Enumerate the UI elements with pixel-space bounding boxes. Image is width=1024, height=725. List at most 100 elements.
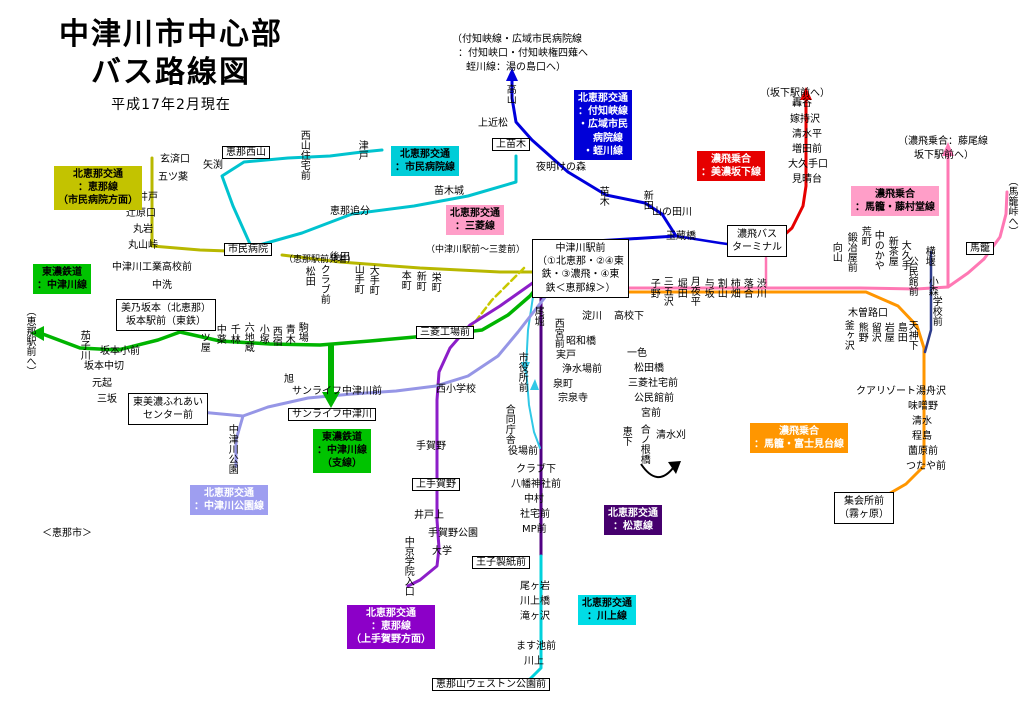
route-line-ena-line-hospital-west: [150, 156, 230, 253]
station-label: 公民館前: [634, 393, 674, 404]
station-label: 堀田: [675, 278, 687, 298]
station-label: 手賀野: [416, 441, 446, 452]
station-label: 西宿: [270, 326, 282, 346]
station-label: 渋川: [754, 278, 766, 298]
station-box: 上手賀野: [412, 478, 460, 492]
station-label: 程島: [912, 431, 932, 442]
legend-line: ：三菱線: [455, 221, 495, 233]
station-label: 嫁持沢: [790, 114, 820, 125]
station-label: 尾ヶ岩: [520, 581, 550, 592]
route-path-uturn-arc: [640, 463, 674, 478]
legend-line: センター前: [143, 410, 193, 422]
station-label: 岩井戸: [128, 192, 158, 203]
station-label: 五ツ薬: [158, 172, 188, 183]
legend-line: 病院線: [583, 132, 623, 144]
legend-kitaena-ena-line-kamitegano: 北恵那交通：恵那線（上手賀野方面）: [347, 605, 435, 649]
map-title: 中津川市中心部 バス路線図 平成17年2月現在: [26, 16, 316, 114]
route-line-mitsubishi-dashed: [470, 266, 526, 328]
station-label: 中洗: [152, 280, 172, 291]
station-label: 学校前: [930, 296, 942, 326]
sakashita-arrow-up-icon: [800, 87, 812, 100]
station-label: 小塚: [257, 324, 269, 344]
uturn-arrowhead-icon: [668, 461, 681, 474]
station-label: 子野: [648, 278, 660, 298]
station-label: 見晴台: [792, 174, 822, 185]
legend-kitaena-kawaue-line: 北恵那交通：川上線: [578, 595, 636, 626]
station-label: 井戸上: [414, 510, 444, 521]
route-line-park-lavender: [234, 294, 548, 468]
station-label: 浄水場前: [562, 364, 602, 375]
station-box: 王子製紙前: [472, 556, 530, 570]
magome-sakashita-arrow-up-icon: [942, 142, 954, 156]
station-label: 落合: [741, 278, 753, 298]
station-box: 上苗木: [492, 138, 530, 152]
station-label: サンライフ中津川前: [292, 386, 382, 397]
legend-line: 北恵那交通: [578, 93, 628, 104]
legend-line: 北恵那交通: [204, 488, 254, 499]
station-label: 津戸: [356, 140, 368, 160]
map-note: （付知峡線・広域市民病院線: [452, 34, 582, 45]
station-label: 泉町: [553, 379, 573, 390]
station-label: 岩屋: [882, 322, 894, 342]
legend-line: 鉄・③濃飛・④東: [541, 269, 620, 281]
station-label: 与坂: [702, 278, 714, 298]
station-label: 熊野: [856, 322, 868, 342]
ena-arrow-left-icon: [30, 326, 44, 341]
station-label: 昭和橋: [566, 336, 596, 347]
station-label: 元起: [92, 378, 112, 389]
legend-fureai-center-box: 東美濃ふれあいセンター前: [128, 393, 208, 426]
station-label: 清水: [912, 416, 932, 427]
station-label: 矢渕: [203, 160, 223, 171]
legend-line: ：川上線: [587, 611, 627, 623]
legend-kitaena-shokei-line: 北恵那交通：松恵線: [604, 505, 662, 536]
station-label: 青木: [283, 324, 295, 344]
station-box: 恵那西山: [222, 146, 270, 160]
station-label: 八幡神社前: [511, 479, 561, 490]
route-line-tono-main: [38, 282, 542, 352]
station-label: 夜明けの森: [536, 162, 586, 173]
station-label: 釜ヶ沢: [842, 320, 854, 350]
station-label: 清水刈: [656, 430, 686, 441]
station-label: 宮前: [641, 408, 661, 419]
station-label: 柿畑: [728, 278, 740, 298]
legend-line: 鉄＜恵那線＞）: [545, 282, 616, 294]
loop-arrow-down-icon: [521, 362, 530, 373]
legend-line: 濃飛乗合: [711, 154, 751, 165]
legend-kitaena-ena-line-hospital: 北恵那交通：恵那線（市民病院方面）: [54, 166, 142, 210]
legend-line: 北恵那交通: [366, 608, 416, 619]
route-line-cityhall-loop-cyan: [525, 289, 541, 449]
station-label: クアリゾート湯舟沢: [856, 386, 946, 397]
map-note: 蛭川線：湯の島口へ）: [466, 62, 566, 73]
station-label: 薗原前: [908, 446, 938, 457]
station-label: 鍛冶屋前: [845, 232, 857, 272]
legend-line: ターミナル: [732, 242, 782, 254]
legend-line: ・広域市民: [578, 119, 628, 131]
station-label: 三ツ屋: [198, 322, 210, 352]
station-label: 三五沢: [661, 276, 673, 306]
map-note: （恵那駅前へ）: [24, 306, 35, 376]
station-label: 中薬: [214, 324, 226, 344]
legend-line: 濃飛乗合: [779, 426, 819, 437]
legend-kitaena-nakatsugawa-koen-line: 北恵那交通：中津川公園線: [190, 485, 268, 516]
legend-line: 美乃坂本（北恵那）: [121, 303, 211, 314]
station-label: つたや前: [906, 461, 946, 472]
legend-nohi-magome-fujimidai-line: 濃飛乗合：馬籠・富士見台線: [750, 423, 848, 454]
route-line-kamitegano-purple: [406, 280, 536, 588]
legend-line: ：松恵線: [613, 521, 653, 533]
legend-line: 東濃鉄道: [322, 432, 362, 443]
route-line-shimin-byoin-west: [220, 148, 384, 246]
station-label: 実戸: [556, 350, 576, 361]
loop-arrow-up-icon: [530, 379, 539, 390]
station-label: 三坂: [97, 394, 117, 405]
legend-line: 北恵那交通: [400, 149, 450, 160]
station-label: クラブ前: [318, 264, 330, 304]
station-label: 天神下: [906, 320, 918, 350]
station-label: 木曽路口: [848, 308, 888, 319]
legend-kitaena-shimin-byoin-line: 北恵那交通：市民病院線: [391, 146, 459, 177]
route-line-shimin-byoin-north: [254, 154, 518, 248]
legend-kitaena-tsukechikyo-lines: 北恵那交通：付知峡線・広域市民 病院線・蛭川線: [574, 90, 632, 160]
legend-line: 濃飛バス: [737, 229, 777, 240]
station-label: 荒町: [859, 226, 871, 246]
station-label: 割山: [715, 278, 727, 298]
